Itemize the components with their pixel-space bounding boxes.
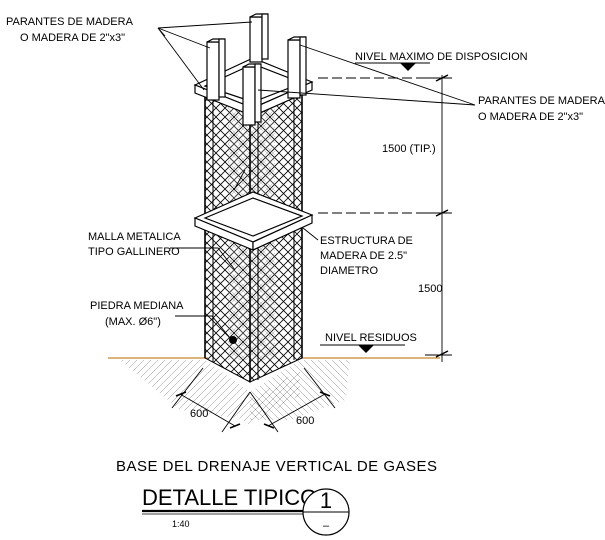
label-estructura-3: DIAMETRO (320, 265, 379, 277)
detail-number: 1 (320, 488, 332, 513)
leader-lines (157, 21, 476, 339)
label-parantes-top-left-1: PARANTES DE MADERA (6, 16, 134, 28)
label-estructura-2: MADERA DE 2.5" (320, 250, 407, 262)
level-marker-max (400, 63, 416, 71)
label-piedra-1: PIEDRA MEDIANA (90, 300, 184, 312)
detail-bubble: 1 – (302, 488, 350, 536)
stone-marker (229, 336, 237, 344)
label-dim-1500: 1500 (418, 283, 442, 295)
label-dim-600-left: 600 (190, 408, 208, 420)
label-parantes-right-2: O MADERA DE 2"x3" (478, 111, 583, 123)
drawing-subtitle: BASE DEL DRENAJE VERTICAL DE GASES (116, 458, 438, 475)
label-dim-1500-tip: 1500 (TIP.) (382, 143, 436, 155)
label-piedra-2: (MAX. Ø6") (105, 316, 161, 328)
ground-hatching (120, 360, 350, 425)
label-dim-600-right: 600 (296, 415, 314, 427)
detail-sheet: – (323, 520, 330, 532)
label-malla-1: MALLA METALICA (88, 231, 181, 243)
label-malla-2: TIPO GALLINERO (88, 246, 180, 258)
label-nivel-residuos: NIVEL RESIDUOS (325, 332, 417, 344)
middle-wood-frame (193, 191, 314, 251)
drawing-title: DETALLE TIPICO (142, 485, 317, 510)
level-marker-residuos (358, 345, 374, 353)
vertical-dimension (425, 74, 452, 362)
label-nivel-maximo: NIVEL MAXIMO DE DISPOSICION (355, 51, 528, 63)
label-parantes-right-1: PARANTES DE MADERA (478, 95, 605, 107)
wood-posts-top (206, 13, 307, 126)
label-estructura-1: ESTRUCTURA DE (320, 235, 413, 247)
drawing-scale: 1:40 (172, 519, 190, 529)
label-parantes-top-left-2: O MADERA DE 2"x3" (20, 32, 125, 44)
bottom-dimensions (171, 367, 336, 433)
